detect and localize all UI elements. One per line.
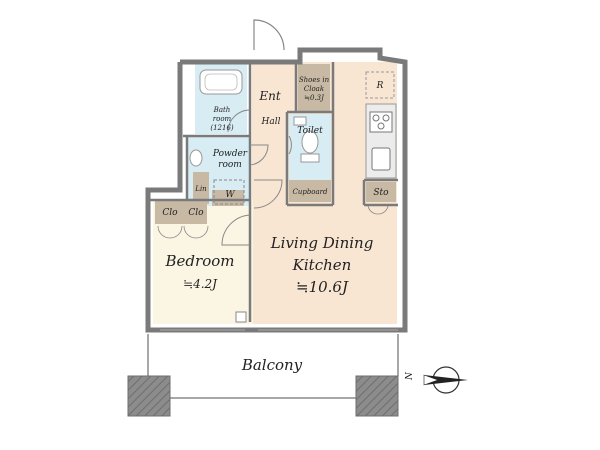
label-powder-1: Powder xyxy=(212,149,248,159)
label-balcony: Balcony xyxy=(241,356,303,374)
label-bath-2: room xyxy=(213,115,232,123)
label-toilet: Toilet xyxy=(297,126,323,136)
storage-doors[interactable] xyxy=(367,205,389,215)
toilet-tank xyxy=(300,153,320,163)
toilet-door[interactable] xyxy=(288,135,292,155)
cupboard-floor xyxy=(289,180,331,202)
label-ldk-1: Living Dining xyxy=(270,234,374,252)
label-bedroom: Bedroom xyxy=(165,252,235,270)
column-right xyxy=(355,375,399,417)
stove xyxy=(369,111,393,133)
label-cupboard: Cupboard xyxy=(292,188,328,196)
label-shoes-2: Cloak xyxy=(304,85,324,93)
bath-door[interactable] xyxy=(227,109,251,133)
ldk-door[interactable] xyxy=(253,179,283,209)
column-left xyxy=(127,375,171,417)
pipe-shaft xyxy=(235,311,247,323)
label-ldk-2: Kitchen xyxy=(292,256,352,274)
label-linen: Lin xyxy=(194,185,207,193)
label-shoes-3: ≒0.3J xyxy=(304,94,325,102)
toilet-bowl xyxy=(301,130,319,154)
label-ent: Ent xyxy=(258,89,280,103)
label-bath-3: (1216) xyxy=(210,124,234,132)
shoes-cloak-floor xyxy=(298,64,330,112)
compass-north-label: N xyxy=(405,371,415,381)
refrigerator-space xyxy=(365,71,395,99)
compass xyxy=(423,366,468,394)
entrance-door[interactable] xyxy=(253,19,285,51)
north-arrow-icon xyxy=(424,375,468,385)
walls xyxy=(145,47,408,333)
washer-space xyxy=(213,179,245,205)
label-powder-2: room xyxy=(218,160,242,170)
kitchen-sink xyxy=(371,147,391,171)
label-ldk-area: ≒10.6J xyxy=(296,278,349,296)
linen-floor xyxy=(193,172,209,204)
label-bath-1: Bath xyxy=(213,106,231,114)
interior-walls xyxy=(150,62,398,322)
label-hall: Hall xyxy=(261,117,281,127)
label-storage: Sto xyxy=(373,188,389,198)
washer-floor xyxy=(212,190,244,206)
balcony-outline xyxy=(147,334,399,399)
closet-doors[interactable] xyxy=(157,225,209,239)
label-bedroom-area: ≒4.2J xyxy=(183,277,218,291)
label-washer: W xyxy=(225,190,235,200)
label-shoes-1: Shoes in xyxy=(299,76,330,84)
label-closet-1: Clo xyxy=(162,208,178,218)
bedroom-door[interactable] xyxy=(221,214,251,246)
storage-floor xyxy=(366,182,396,202)
powder-door[interactable] xyxy=(249,144,269,166)
label-closet-2: Clo xyxy=(188,208,204,218)
washbasin xyxy=(189,149,203,167)
toilet-sink xyxy=(293,116,307,126)
label-refrigerator: R xyxy=(376,81,384,91)
bathtub xyxy=(199,69,243,95)
